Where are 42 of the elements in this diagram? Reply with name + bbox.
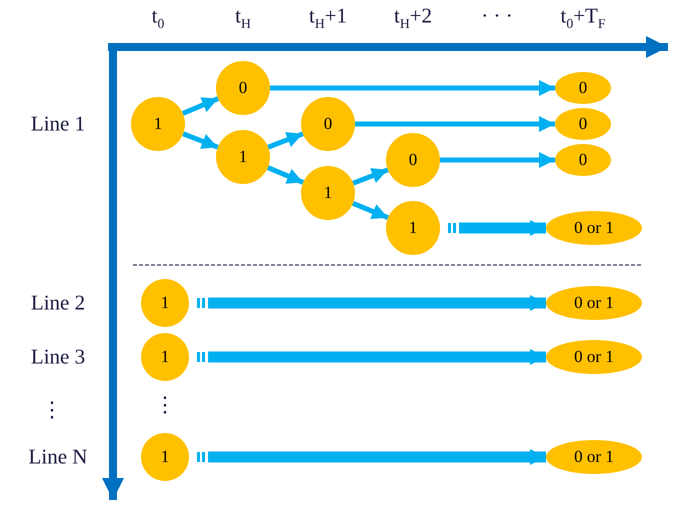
state-circle: 1: [131, 97, 185, 151]
arrow: [459, 220, 546, 236]
time-label: t$_{H}$+2: [394, 6, 432, 30]
state-circle: 1: [216, 130, 270, 184]
arrow: [182, 131, 219, 150]
ellipsis: · · ·: [481, 6, 513, 26]
arrow: [352, 200, 389, 220]
outcome-ellipse: 0: [555, 144, 611, 176]
state-circle: 1: [141, 279, 189, 327]
arrow: [267, 131, 304, 150]
arrow: [266, 165, 304, 185]
arrow: [208, 349, 546, 365]
state-circle: 0: [386, 133, 440, 187]
time-label: t$_{H}$: [235, 6, 251, 30]
arrow: [352, 167, 389, 186]
state-circle: 1: [141, 433, 189, 481]
outcome-ellipse: 0 or 1: [546, 286, 642, 320]
time-label: t$_{0}$: [152, 6, 164, 30]
outcome-ellipse: 0: [555, 108, 611, 140]
arrow: [270, 80, 555, 96]
time-label: t$_{H}$+1: [308, 6, 348, 30]
ellipsis: ⋮: [42, 400, 62, 420]
arrow: [440, 152, 555, 168]
state-circle: 0: [301, 97, 355, 151]
outcome-ellipse: 0: [555, 72, 611, 104]
row-label: Line 2: [30, 292, 86, 314]
ellipsis: ⋮: [154, 394, 176, 416]
state-circle: 0: [216, 61, 270, 115]
state-circle: 1: [141, 333, 189, 381]
arrow: [182, 96, 220, 116]
outcome-ellipse: 0 or 1: [546, 340, 642, 374]
state-circle: 1: [386, 201, 440, 255]
time-label: t$_{0}$+T$_{F}$: [560, 6, 606, 30]
outcome-ellipse: 0 or 1: [546, 440, 642, 474]
row-label: Line N: [28, 446, 88, 468]
arrow: [208, 449, 546, 465]
row-label: Line 1: [30, 114, 86, 134]
outcome-ellipse: 0 or 1: [546, 211, 642, 245]
arrow: [208, 295, 546, 311]
state-circle: 1: [301, 166, 355, 220]
arrow: [355, 116, 555, 132]
row-label: Line 3: [30, 346, 86, 368]
